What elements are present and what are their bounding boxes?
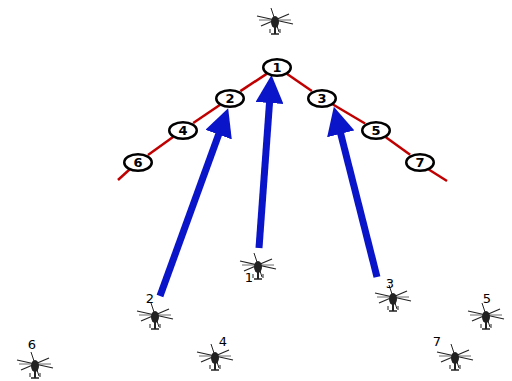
drone-number: 1	[245, 271, 253, 284]
drone-number: 6	[28, 338, 36, 351]
slot-number: 3	[317, 92, 326, 105]
drone-icon	[137, 303, 173, 329]
drone-icon	[437, 344, 473, 370]
formation-slot: 6	[123, 153, 153, 172]
formation-slot: 2	[215, 89, 245, 108]
formation-slot: 7	[405, 153, 435, 172]
formation-slot: 4	[168, 121, 198, 140]
formation-line	[148, 137, 173, 155]
drone-number: 3	[386, 277, 394, 290]
formation-line	[240, 74, 266, 91]
formation-line	[333, 104, 365, 123]
slot-number: 7	[415, 156, 424, 169]
formation-line	[193, 105, 220, 123]
drone-icon	[257, 8, 293, 34]
slot-number: 2	[225, 92, 234, 105]
slot-number: 6	[133, 156, 142, 169]
formation-slot: 1	[262, 58, 292, 77]
drone-icon	[197, 344, 233, 370]
formation-line	[287, 74, 312, 91]
drone-number: 5	[483, 292, 491, 305]
slot-number: 5	[371, 124, 380, 137]
formation-slot: 5	[361, 121, 391, 140]
assignment-arrow	[160, 128, 221, 296]
drone-icon	[468, 303, 504, 329]
formation-line-end	[428, 169, 447, 181]
drone-number: 7	[433, 335, 441, 348]
formation-line-end	[118, 169, 130, 180]
slot-number: 4	[178, 124, 187, 137]
slot-number: 1	[272, 61, 281, 74]
assignment-arrow	[339, 127, 377, 277]
drone-number: 4	[219, 335, 227, 348]
formation-line	[386, 137, 410, 155]
formation-slot: 3	[307, 89, 337, 108]
drone-icon	[17, 352, 53, 378]
drone-number: 2	[146, 292, 154, 305]
assignment-arrow	[259, 96, 270, 248]
